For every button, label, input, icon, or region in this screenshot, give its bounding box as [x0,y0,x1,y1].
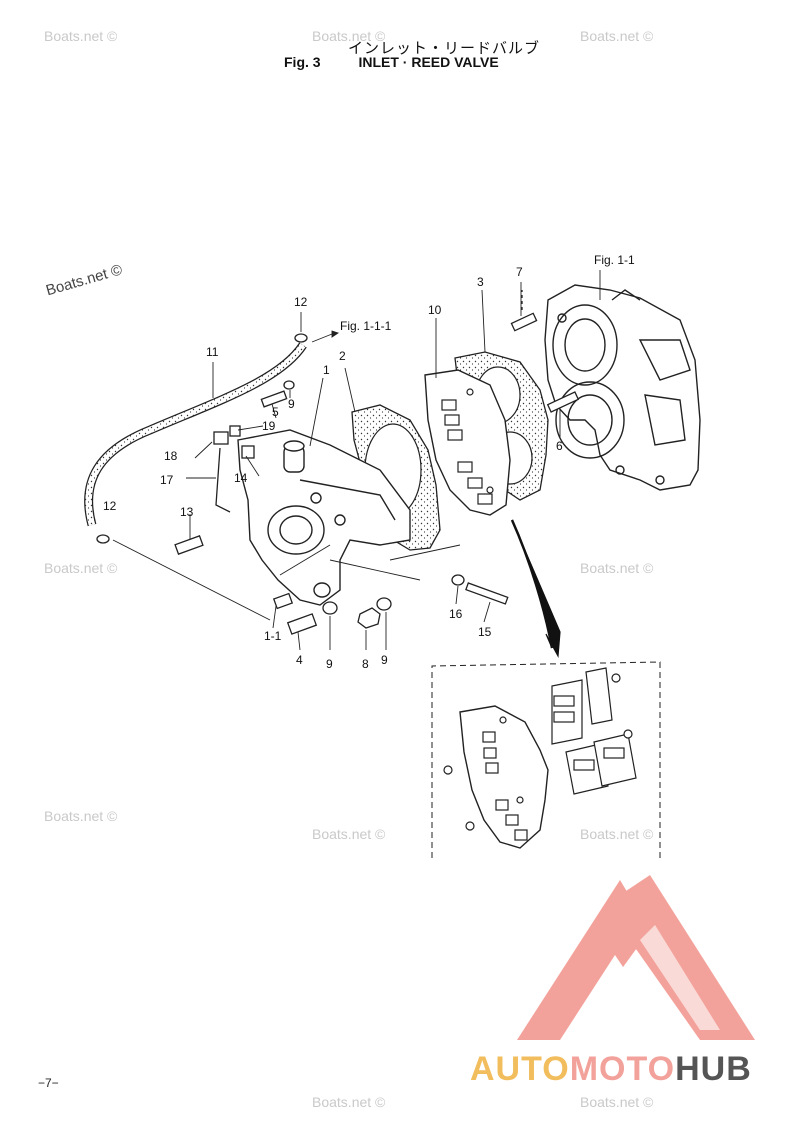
part-label-8: 8 [362,657,369,671]
watermark: Boats.net © [312,1094,386,1110]
watermark: Boats.net © [580,826,654,842]
part-label-14: 14 [234,471,248,485]
callout-fig-1-1: Fig. 1-1 [594,253,635,267]
part-label-4: 4 [296,653,303,667]
part-label-7: 7 [516,265,523,279]
part-label-3: 3 [477,275,484,289]
watermark: Boats.net © [44,808,118,824]
inset-pointer-line [510,519,554,649]
leader-lines [112,270,601,651]
part-label-1: 1 [323,363,330,377]
part-label-12: 12 [103,499,117,513]
hardware [174,380,509,635]
part-label-11: 11 [206,345,219,359]
part-label-10: 10 [428,303,442,317]
part-label-5: 5 [272,405,279,419]
watermark: Boats.net © [44,28,118,44]
part-label-15: 15 [478,625,492,639]
reed-valve-inset [431,661,661,858]
stud-7 [510,290,538,332]
crankcase-housing [544,284,701,491]
page-number: −7− [38,1076,59,1090]
watermark: Boats.net © [580,1094,654,1110]
watermark: Boats.net © [580,560,654,576]
hose-11-fill [85,343,306,526]
figure-label: Fig. 3 [284,54,321,70]
intake-manifold-1 [237,429,411,606]
part-label-9: 9 [326,657,333,671]
stud-6 [546,391,580,413]
part-label-18: 18 [164,449,178,463]
brand-logo-mark [517,875,755,1040]
part-label-19: 19 [262,419,276,433]
reed-petals [441,388,494,505]
part-label-12: 12 [294,295,308,309]
watermark: Boats.net © [312,28,386,44]
watermark: Boats.net © [312,826,386,842]
figure-title: INLET · REED VALVE [358,54,499,70]
title-japanese: インレット・リードバルブ [348,40,541,57]
part-label-13: 13 [180,505,194,519]
part-label-16: 16 [449,607,463,621]
brand-word-hub: HUB [675,1050,752,1088]
part-label-17: 17 [160,473,174,487]
part-label-1-1: 1-1 [264,629,282,643]
page-title: Fig. 3 INLET · REED VALVE [284,54,499,70]
clip-12-bottom [96,534,110,544]
clip-12-top [294,333,308,343]
brand-word-moto: MOTO [569,1050,676,1088]
callout-fig-1-1-1: Fig. 1-1-1 [340,319,392,333]
brand-word-auto: AUTO [470,1050,570,1088]
watermark: Boats.net © [580,28,654,44]
brand-wordmark: AUTOMOTOHUB [470,1050,752,1089]
part-label-9: 9 [288,397,295,411]
watermark: Boats.net © [44,560,118,576]
part-label-6: 6 [556,439,563,453]
part-label-9: 9 [381,653,388,667]
part-label-2: 2 [339,349,346,363]
